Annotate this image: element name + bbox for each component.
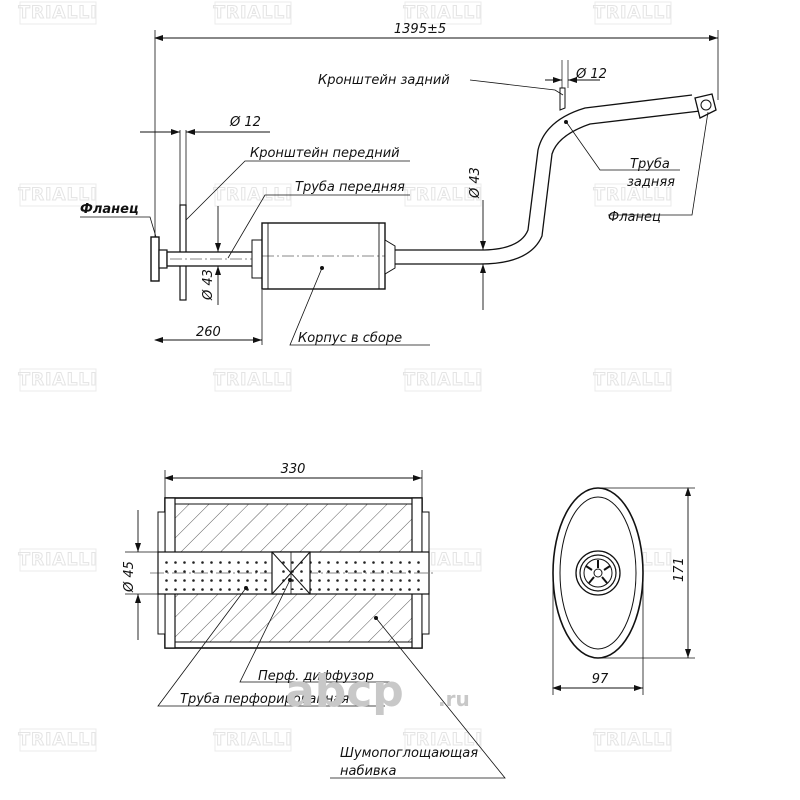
svg-text:TRIALLI: TRIALLI [593,730,672,750]
trialli-watermark: TRIALLI [213,1,292,25]
packing-top [174,503,413,553]
packing-label-2: набивка [340,764,396,779]
end-width: 97 [592,672,609,687]
rear-bracket-label: Кронштейн задний [318,73,450,88]
trialli-watermark: TRIALLI [593,1,672,25]
svg-text:TRIALLI: TRIALLI [593,3,672,23]
front-bracket-label: Кронштейн передний [250,146,400,161]
pipe-diameter-left: Ø 43 [201,269,216,301]
rear-bracket-leader [469,79,564,96]
trialli-watermark: TRIALLI [18,1,97,25]
flange-right-label: Фланец [608,210,661,225]
trialli-watermark: TRIALLI [593,183,672,207]
end-view: 171 97 [552,487,695,695]
perforated-pipe-leader [157,587,385,707]
rear-pipe-leader [566,122,680,171]
svg-text:TRIALLI: TRIALLI [213,730,292,750]
pipe-diameter-right: Ø 43 [468,167,483,199]
diffuser-leader [239,579,390,683]
svg-text:TRIALLI: TRIALLI [403,185,482,205]
left-flange [150,236,160,282]
abcp-logo: abcp .ru [285,666,470,717]
flange-left-leader [80,216,157,238]
perforated-diffuser [271,551,311,595]
rear-pipe-label-2: задняя [627,175,675,190]
left-flange-collar [158,249,168,269]
rear-bracket [559,87,566,111]
packing-bottom [174,593,413,643]
svg-text:TRIALLI: TRIALLI [213,370,292,390]
section-view: 330 Ø 45 Перф. диффузор [122,462,506,779]
rear-pipe-upper [395,94,693,251]
trialli-watermark: TRIALLI [18,183,97,207]
diffuser-label: Перф. диффузор [258,669,374,684]
trialli-watermark: TRIALLI [213,368,292,392]
rear-bracket-diameter: Ø 12 [575,67,607,82]
abcp-logo-text: abcp [285,666,404,717]
svg-text:TRIALLI: TRIALLI [18,185,97,205]
body-flare-right [384,239,396,275]
abcp-logo-suffix: .ru [438,687,470,711]
body-label: Корпус в сборе [298,331,402,346]
trialli-watermark: TRIALLI [403,728,482,752]
rear-pipe-lower [395,110,701,265]
body-leader [289,267,430,346]
front-length: 260 [196,325,221,340]
flange-left-label: Фланец [80,202,139,217]
front-bracket-leader [185,160,410,221]
body-flare-left [251,239,263,279]
packing-label-1: Шумопоглощающая [340,746,478,761]
front-pipe-label: Труба передняя [295,180,405,195]
top-view: 1395±5 Ø 12 Ø 43 [80,22,719,346]
end-view-pipe [575,550,621,596]
trialli-watermark: TRIALLI [18,728,97,752]
overall-length: 1395±5 [394,22,446,37]
svg-text:TRIALLI: TRIALLI [18,550,97,570]
svg-text:TRIALLI: TRIALLI [593,370,672,390]
trialli-watermark: TRIALLI [403,1,482,25]
flange-right-leader [608,111,709,216]
section-length: 330 [281,462,306,477]
svg-text:TRIALLI: TRIALLI [403,370,482,390]
end-view-inner [559,496,637,650]
trialli-watermark: TRIALLI [18,368,97,392]
front-pipe-leader [227,194,410,259]
trialli-watermark: TRIALLI [593,728,672,752]
section-diameter: Ø 45 [122,561,137,593]
right-flange [694,93,717,119]
trialli-watermark: TRIALLI [18,548,97,572]
front-bracket-diameter: Ø 12 [229,115,261,130]
svg-text:TRIALLI: TRIALLI [213,185,292,205]
trialli-watermark: TRIALLI [213,728,292,752]
svg-text:TRIALLI: TRIALLI [18,730,97,750]
packing-leader [330,617,506,779]
svg-text:TRIALLI: TRIALLI [403,3,482,23]
svg-text:TRIALLI: TRIALLI [213,3,292,23]
rear-pipe-label-1: Труба [630,157,670,172]
perforated-pipe-label: Труба перфорированная [180,692,349,707]
svg-text:TRIALLI: TRIALLI [593,185,672,205]
svg-text:TRIALLI: TRIALLI [403,730,482,750]
end-height: 171 [672,557,687,582]
trialli-watermark: TRIALLI [593,368,672,392]
trialli-watermark: TRIALLI [403,368,482,392]
svg-text:TRIALLI: TRIALLI [18,3,97,23]
svg-text:TRIALLI: TRIALLI [18,370,97,390]
